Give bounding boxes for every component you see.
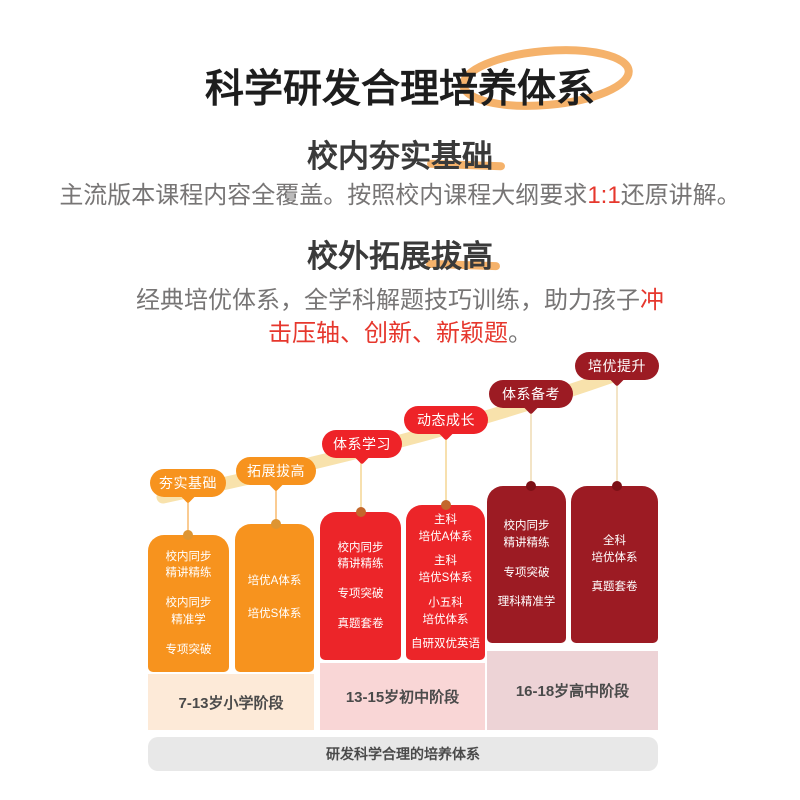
stage-bubble: 体系备考 [489,380,573,408]
column-item: 自研双优英语 [411,638,480,651]
column-item: 理科精准学 [497,596,556,609]
connector-dot [271,519,281,529]
stage-bubble-label: 体系学习 [333,436,391,452]
diagram-footer-label: 研发科学合理的培养体系 [326,746,480,762]
desc-text: 经典培优体系，全学科解题技巧训练，助力孩子 [136,287,640,314]
column-item: 真题套卷 [337,617,384,630]
section-desc-outside: 经典培优体系，全学科解题技巧训练，助力孩子冲击压轴、创新、新颖题。 [0,284,800,350]
desc-highlight: 冲 [640,287,664,314]
desc-text: 。 [508,320,532,347]
connector-line [360,460,362,513]
connector-dot [612,481,622,491]
stage-bubble: 培优提升 [575,352,659,380]
phase-label: 7-13岁小学阶段 [178,694,284,712]
column-item: 小五科培优体系 [422,596,469,626]
phase-box-senior: 16-18岁高中阶段 [487,651,658,730]
stage-bubble-label: 体系备考 [502,386,560,402]
stage-bubble-label: 培优提升 [588,358,646,374]
connector-dot [526,481,536,491]
page-title: 科学研发合理培养体系 [204,68,595,111]
stage-bubble: 拓展拔高 [236,457,316,485]
course-column-primary-1: 校内同步精讲精练校内同步精准学专项突破 [148,535,229,672]
stage-bubble-label: 夯实基础 [159,475,217,491]
stage-bubble-label: 拓展拔高 [247,463,305,479]
connector-line [530,410,532,487]
section-heading-inside: 校内夯实基础 [307,139,493,174]
column-item: 校内同步精讲精练 [337,541,384,571]
phase-label: 16-18岁高中阶段 [515,683,630,700]
course-column-primary-2: 培优A体系培优S体系 [235,524,314,672]
column-item: 培优S体系 [247,608,302,620]
column-item: 专项突破 [503,566,550,579]
desc-highlight: 1:1 [587,182,621,209]
course-column-junior-2: 主科培优A体系主科培优S体系小五科培优体系自研双优英语 [406,505,485,660]
desc-text: 主流版本课程内容全覆盖。按照校内课程大纲要求 [59,182,588,209]
column-item: 主科培优A体系 [418,514,473,543]
connector-line [616,382,618,487]
connector-dot [183,530,193,540]
column-item: 真题套卷 [591,581,638,594]
connector-dot [441,500,451,510]
stage-bubble: 夯实基础 [150,469,226,497]
phase-box-junior: 13-15岁初中阶段 [320,663,485,730]
section-heading-outside: 校外拓展拔高 [307,239,493,274]
course-column-senior-2: 全科培优体系真题套卷 [571,486,658,643]
connector-line [445,436,447,506]
stage-bubble-label: 动态成长 [417,412,475,428]
section-desc-inside: 主流版本课程内容全覆盖。按照校内课程大纲要求1:1还原讲解。 [0,179,800,212]
connector-line [275,487,277,525]
column-item: 校内同步精讲精练 [165,550,212,580]
desc-highlight: 击压轴、创新、新颖题 [268,320,508,347]
desc-text: 还原讲解。 [620,182,741,209]
phase-label: 13-15岁初中阶段 [345,689,460,706]
column-item: 全科培优体系 [591,534,638,564]
column-item: 专项突破 [337,588,384,600]
phase-box-primary: 7-13岁小学阶段 [148,674,314,730]
course-column-senior-1: 校内同步精讲精练专项突破理科精准学 [487,486,566,643]
column-item: 主科培优S体系 [418,555,473,585]
connector-line [187,498,189,536]
stage-bubble: 体系学习 [322,430,402,458]
title-ellipse-decoration [459,46,633,110]
column-item: 校内同步精准学 [165,597,212,626]
stage-bubble: 动态成长 [404,406,488,434]
connector-dot [356,507,366,517]
column-item: 专项突破 [165,643,212,656]
column-item: 培优A体系 [247,575,302,588]
column-item: 校内同步精讲精练 [503,520,550,549]
course-column-junior-1: 校内同步精讲精练专项突破真题套卷 [320,512,401,660]
diagram-footer-bar: 研发科学合理的培养体系 [148,737,658,771]
